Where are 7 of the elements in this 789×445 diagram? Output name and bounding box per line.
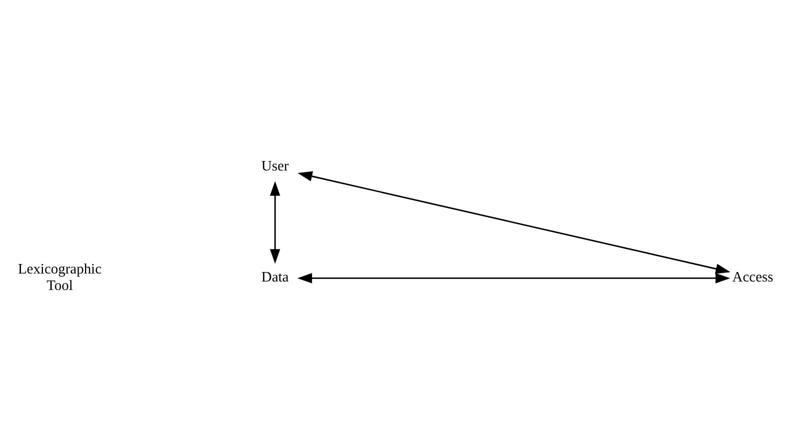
node-text: Access bbox=[732, 269, 774, 286]
node-text: User bbox=[261, 158, 289, 174]
node-text: Data bbox=[261, 269, 289, 286]
arrow bbox=[297, 272, 730, 283]
arrow bbox=[298, 170, 730, 274]
label: Lexicographic Tool bbox=[18, 260, 102, 294]
arrow bbox=[270, 180, 280, 264]
